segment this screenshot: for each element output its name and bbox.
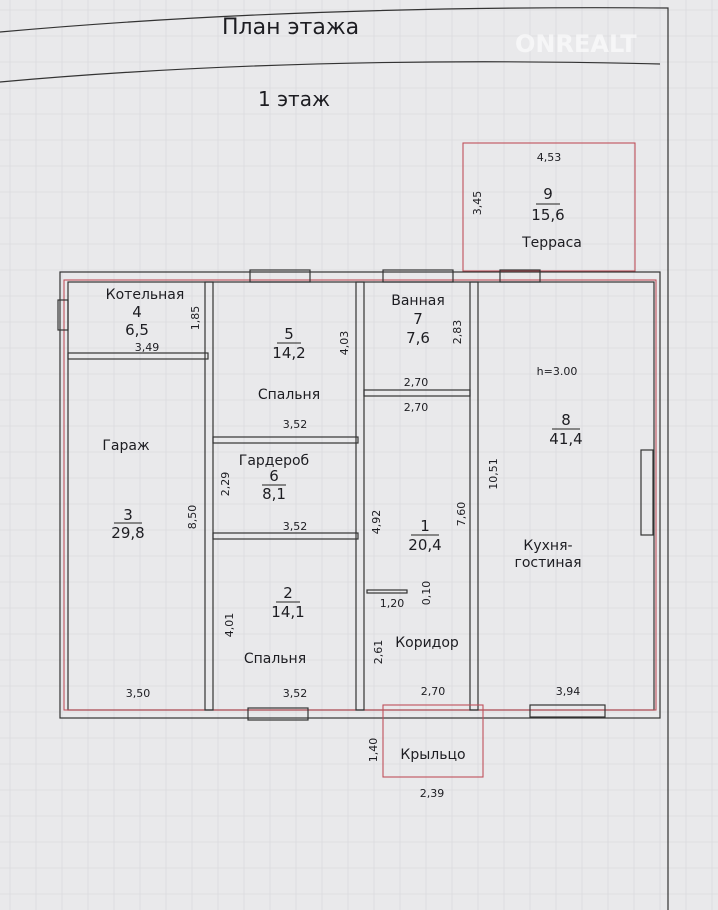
svg-text:3,94: 3,94 [556, 685, 581, 698]
svg-text:3,49: 3,49 [135, 341, 160, 354]
svg-text:6: 6 [269, 467, 279, 485]
svg-text:Гардероб: Гардероб [239, 453, 309, 469]
svg-text:1,40: 1,40 [367, 738, 380, 763]
svg-text:5: 5 [284, 325, 294, 343]
svg-text:Кухня-: Кухня- [523, 538, 572, 554]
svg-text:4,01: 4,01 [223, 613, 236, 638]
svg-text:2,83: 2,83 [451, 320, 464, 345]
room-bedroom-2: 2 14,1 Спальня [244, 584, 306, 667]
dimension-labels: 4,53 3,45 1,85 3,49 4,03 3,52 2,83 2,70 … [126, 151, 581, 800]
svg-text:2,70: 2,70 [404, 376, 429, 389]
svg-text:Терраса: Терраса [521, 235, 582, 251]
svg-text:8: 8 [561, 411, 571, 429]
watermark-logo: ONREALT [515, 30, 637, 58]
svg-text:9: 9 [543, 185, 553, 203]
svg-text:4,92: 4,92 [370, 510, 383, 535]
svg-text:3,52: 3,52 [283, 418, 308, 431]
svg-text:15,6: 15,6 [531, 206, 564, 224]
svg-text:2: 2 [283, 584, 293, 602]
svg-text:3,52: 3,52 [283, 687, 308, 700]
porch-label: Крыльцо [400, 747, 465, 763]
svg-text:7: 7 [413, 310, 423, 328]
svg-text:Ванная: Ванная [391, 293, 445, 309]
svg-text:41,4: 41,4 [549, 430, 582, 448]
svg-text:14,1: 14,1 [271, 603, 304, 621]
svg-text:10,51: 10,51 [487, 458, 500, 490]
svg-text:2,70: 2,70 [404, 401, 429, 414]
svg-text:Спальня: Спальня [258, 387, 320, 403]
svg-text:3: 3 [123, 506, 133, 524]
terrace-outline [462, 142, 636, 272]
svg-text:3,45: 3,45 [471, 191, 484, 216]
svg-text:h=3.00: h=3.00 [537, 365, 578, 378]
svg-text:4: 4 [132, 303, 142, 321]
svg-text:1: 1 [420, 517, 430, 535]
room-bathroom: Ванная 7 7,6 [391, 293, 445, 347]
svg-text:2,70: 2,70 [421, 685, 446, 698]
svg-text:8,50: 8,50 [186, 505, 199, 530]
svg-text:Гараж: Гараж [102, 438, 150, 454]
svg-text:3,52: 3,52 [283, 520, 308, 533]
svg-text:7,60: 7,60 [455, 502, 468, 527]
room-boiler: Котельная 4 6,5 [106, 287, 185, 339]
svg-text:Коридор: Коридор [395, 635, 459, 651]
svg-text:1,85: 1,85 [189, 306, 202, 331]
room-wardrobe: Гардероб 6 8,1 [239, 453, 309, 503]
svg-text:0,10: 0,10 [420, 581, 433, 606]
svg-text:8,1: 8,1 [262, 485, 286, 503]
room-bedroom-5: 5 14,2 Спальня [258, 325, 320, 403]
floor-label: 1 этаж [258, 87, 330, 111]
room-kitchen-living: h=3.00 8 41,4 Кухня- гостиная [514, 365, 582, 571]
svg-text:Спальня: Спальня [244, 651, 306, 667]
svg-text:Котельная: Котельная [106, 287, 185, 303]
svg-text:3,50: 3,50 [126, 687, 151, 700]
outer-wall [59, 271, 661, 719]
svg-text:7,6: 7,6 [406, 329, 430, 347]
svg-text:гостиная: гостиная [514, 555, 581, 571]
svg-text:2,61: 2,61 [372, 640, 385, 665]
svg-text:6,5: 6,5 [125, 321, 149, 339]
svg-text:2,39: 2,39 [420, 787, 445, 800]
svg-text:4,53: 4,53 [537, 151, 562, 164]
svg-text:2,29: 2,29 [219, 472, 232, 497]
svg-text:20,4: 20,4 [408, 536, 441, 554]
svg-text:14,2: 14,2 [272, 344, 305, 362]
partitions [57, 269, 654, 721]
sheet-frame [0, 7, 669, 910]
svg-text:4,03: 4,03 [338, 331, 351, 356]
room-garage: Гараж 3 29,8 [102, 438, 150, 542]
porch-outline [382, 704, 484, 778]
room-terrace: 9 15,6 Терраса [521, 185, 582, 251]
plan-title: План этажа [222, 15, 359, 40]
room-corridor: 1 20,4 Коридор [395, 517, 459, 651]
title-divider [0, 61, 661, 83]
svg-text:1,20: 1,20 [380, 597, 405, 610]
svg-text:29,8: 29,8 [111, 524, 144, 542]
